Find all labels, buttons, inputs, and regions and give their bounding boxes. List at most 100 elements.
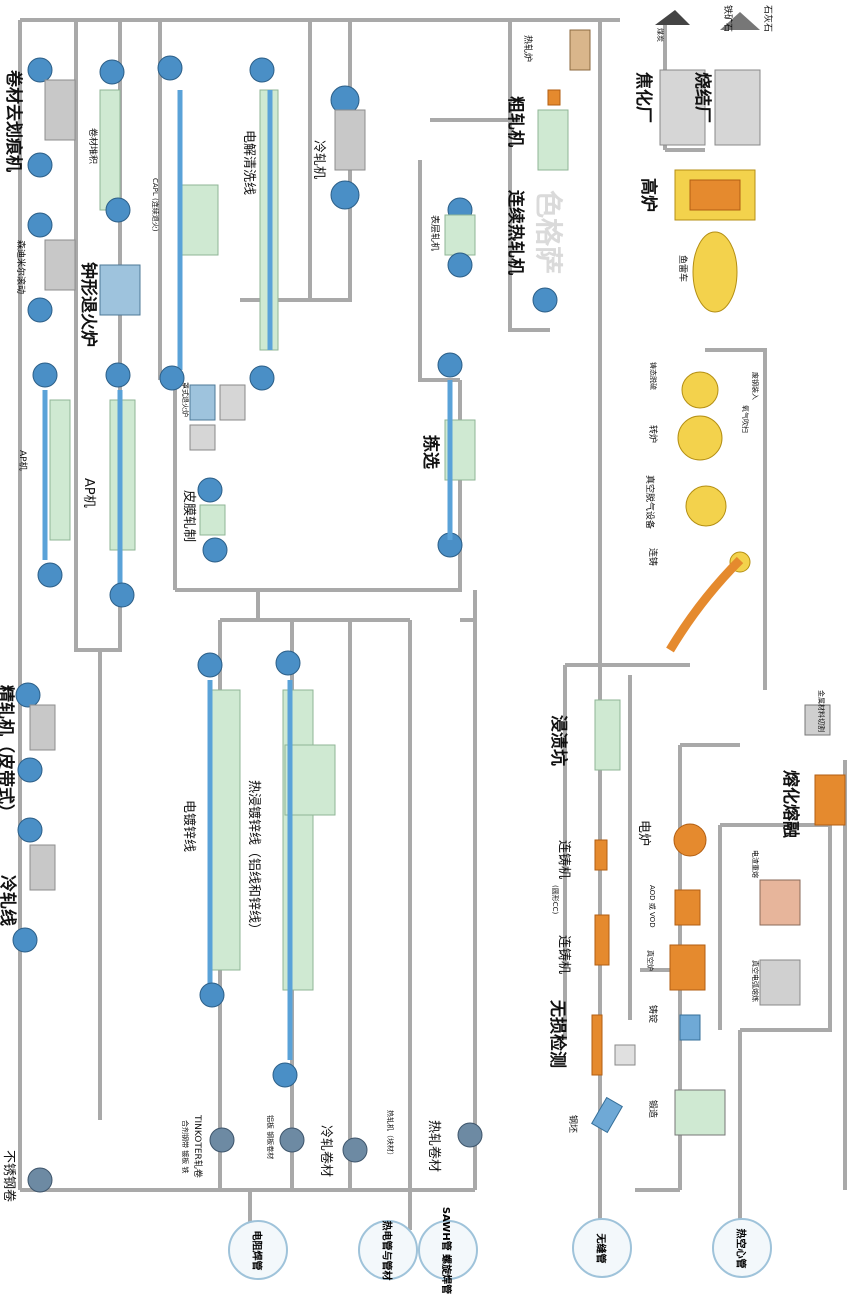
converter-label: 转炉	[647, 425, 657, 444]
hot-dip-galvanizing-line-icon	[272, 650, 336, 1088]
blast-furnace-icon	[674, 169, 756, 221]
vim-label: 真空炉	[646, 950, 654, 971]
hot-strip-coil-icon	[532, 287, 558, 313]
ndt-icon	[591, 1014, 636, 1076]
metal-cutting-label: 金属材料切割	[817, 690, 825, 732]
hot-rolling-furnace-label: 热轧炉	[522, 35, 532, 63]
cold-coil-label: 冷轧卷材	[318, 1125, 333, 1178]
electric-furnace-label: 电炉	[636, 820, 651, 847]
continuous-caster-strand-icon	[666, 556, 744, 653]
forging-label: 锻造	[647, 1100, 657, 1119]
capl-icon	[157, 55, 219, 391]
coil-stacking-label: 卷材堆积	[87, 128, 97, 165]
hot-coil-cut-label: 热轧机（块材）	[386, 1110, 394, 1159]
coal-label: 煤炭	[656, 28, 664, 42]
hot-pipe-badge: 热电管与管材	[358, 1220, 418, 1280]
ingot-icon	[679, 1014, 701, 1041]
skin-pass-mill-label: 表层轧机	[429, 215, 439, 252]
hollow-pipe-badge: 热空心管	[712, 1218, 772, 1278]
batch-annealing-icon	[189, 384, 246, 451]
hot-coil-label: 热轧卷材	[426, 1120, 441, 1173]
limestone-label: 石灰石	[762, 5, 772, 33]
electrolytic-cleaning-label: 电解清洗线	[241, 130, 256, 196]
caster-2-label: 连铸机	[556, 935, 571, 975]
ap-line-1-label: AP机	[17, 450, 27, 471]
tin-plate-label: 合剂钢带 镀板 铁	[181, 1120, 189, 1174]
coke-plant-label: 焦化厂	[633, 72, 653, 123]
ndt-label: 无损检测	[547, 1000, 567, 1068]
blast-furnace-label: 高炉	[638, 178, 658, 212]
erw-pipe-label: 电阻焊管	[250, 1230, 262, 1270]
ap-line-left-icon	[32, 362, 71, 588]
cold-roll-line-icon	[12, 817, 56, 953]
temper-mill-icon	[197, 477, 228, 563]
electro-galvanizing-line-icon	[197, 652, 241, 1008]
pickling-line-icon	[437, 352, 476, 558]
desulfurization-label: 铸态脱硫	[649, 362, 657, 390]
stainless-coil-label: 不锈钢卷	[1, 1150, 16, 1203]
cold-mill-label: 冷轧机	[311, 140, 326, 180]
roughing-mill-label: 粗轧机	[505, 96, 525, 147]
vacuum-degassing-label: 真空脱气设备	[644, 475, 654, 530]
sawh-pipe-label: SAWH管 螺旋焊管	[440, 1206, 452, 1294]
soaking-pit-icon	[594, 699, 621, 771]
electro-galvanizing-label: 电镀锌线	[181, 800, 196, 853]
caster-1-label: 连铸机	[556, 840, 571, 880]
ap-line-right-icon	[105, 362, 136, 608]
finishing-mill-icon	[15, 682, 56, 783]
caster-icon	[594, 839, 610, 966]
coil-stacking-icon	[99, 59, 131, 223]
ap-line-2-label: AP机	[81, 478, 96, 508]
raw-materials-icon	[655, 10, 761, 146]
seamless-pipe-badge: 无缝管	[572, 1218, 632, 1278]
finishing-mill-label: 精轧机（皮带式）	[0, 685, 15, 821]
scrap-charging-label: 废钢装入	[751, 372, 759, 400]
bell-annealing-icon	[99, 264, 141, 316]
continuous-hot-mill-label: 连续热轧机	[505, 190, 525, 275]
caster-round-label: (圆形CC)	[551, 885, 559, 915]
iron-ore-label: 铁矿石	[722, 5, 732, 33]
cutting-machine-icon	[804, 704, 831, 736]
torpedo-car-icon	[692, 231, 738, 313]
sendzimir-icon	[27, 212, 76, 323]
cold-roll-line-label: 冷轧线	[0, 875, 17, 926]
seamless-pipe-label: 无缝管	[594, 1233, 606, 1263]
coil-deburring-label: 卷材去划痕机	[3, 70, 23, 172]
soaking-pit-label: 浸渍坑	[548, 715, 568, 766]
bell-annealing-label: 钟形退火炉	[78, 262, 98, 347]
var-label: 真空电弧熔炼	[751, 960, 759, 1002]
skin-pass-icon	[444, 197, 476, 278]
torpedo-car-label: 鱼雷车	[677, 255, 687, 283]
hot-dip-galvanizing-label: 热浸镀锌线（铝线和锌线）	[246, 780, 261, 937]
erw-pipe-badge: 电阻焊管	[228, 1220, 288, 1280]
aod-label: AOD 或 VOD	[648, 885, 656, 928]
sendzimir-label: 森迪米尔滚动	[15, 240, 25, 295]
hollow-pipe-label: 热空心管	[734, 1228, 746, 1268]
tinkoter-label: TINKOTER轧卷	[192, 1115, 202, 1178]
converter-icon	[677, 371, 751, 573]
melting-furnace-icon	[759, 774, 846, 1006]
hot-pipe-label: 热电管与管材	[380, 1220, 392, 1280]
product-coils	[27, 1122, 483, 1193]
temper-mill-label: 皮膜轧制	[181, 490, 196, 543]
sawh-pipe-badge: SAWH管 螺旋焊管	[418, 1206, 478, 1294]
melting-label: 熔化熔融	[780, 770, 800, 838]
electric-furnace-icon	[669, 823, 707, 991]
forging-icon	[674, 1089, 726, 1136]
oxygen-blowing-label: 氧气吹扫	[741, 405, 749, 433]
capl-label: CAPL (连续退火)	[151, 178, 159, 232]
cold-mill-icon	[330, 85, 366, 210]
billet-icon	[591, 1096, 623, 1134]
billet-label: 钢坯	[567, 1115, 577, 1134]
electrolytic-cleaning-icon	[249, 57, 279, 391]
esr-label: 电渣重熔	[751, 850, 759, 878]
ingot-label: 铸锭	[647, 1005, 657, 1024]
continuous-caster-label: 连铸	[647, 548, 657, 567]
roughing-mill-icon	[537, 109, 569, 171]
batch-annealing-label: 罩式退火炉	[181, 382, 189, 417]
watermark-text: 色格萨	[532, 190, 565, 275]
galv-coil-label: 铝板 钢板卷材	[266, 1115, 274, 1160]
coil-deburring-icon	[27, 57, 76, 178]
sinter-plant-label: 烧结厂	[692, 72, 712, 123]
